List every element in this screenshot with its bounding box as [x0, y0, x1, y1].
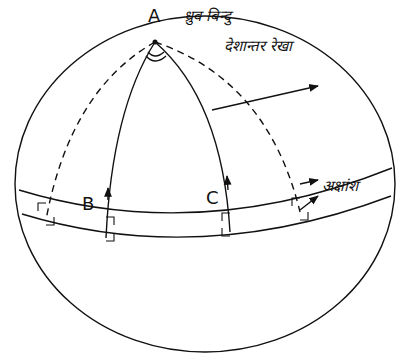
point-letter: C — [206, 188, 219, 208]
pole-dot — [153, 40, 158, 45]
right-angle-marks — [38, 198, 308, 241]
pole-angle — [146, 56, 166, 61]
longitude-label: देशान्तर रेखा — [224, 38, 292, 55]
pole-label: ध्रुव बिन्दु — [184, 8, 231, 25]
meridian-c — [155, 42, 230, 232]
leader-arrow — [300, 180, 318, 184]
leader-arrow — [300, 196, 318, 210]
dashed-meridian — [46, 42, 155, 220]
meridian-b — [106, 42, 155, 238]
sphere-outline — [15, 16, 395, 352]
leader-arrow — [212, 86, 318, 110]
meridian-arrow — [107, 188, 108, 200]
latitude-label: अक्षांश — [322, 178, 358, 195]
point-letter: A — [148, 6, 160, 26]
point-letter: B — [82, 194, 94, 214]
meridian-arrow — [227, 176, 228, 190]
dashed-meridian — [155, 42, 300, 212]
pole-angle — [148, 52, 164, 56]
latitude-upper — [19, 168, 392, 213]
